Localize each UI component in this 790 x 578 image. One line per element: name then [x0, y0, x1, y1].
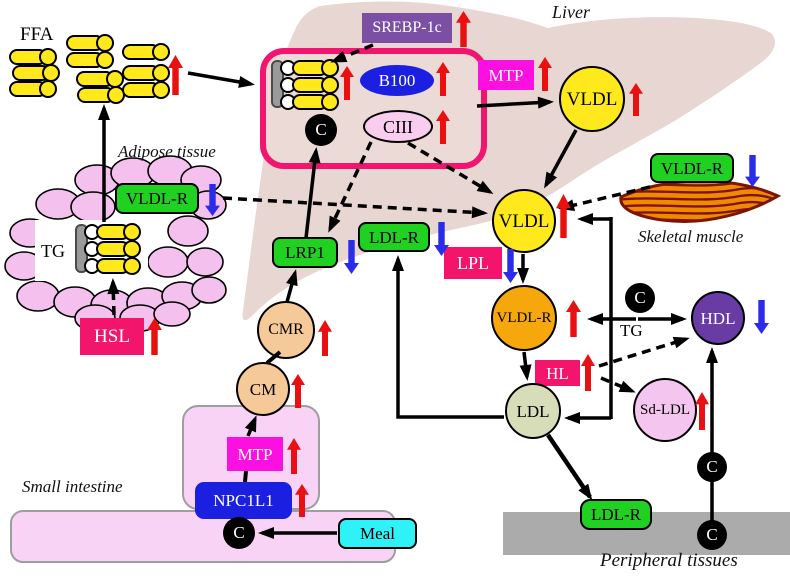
tg-label: TG	[41, 240, 65, 261]
increase-arrow-icon	[318, 320, 332, 356]
increase-arrow-icon	[436, 62, 450, 96]
npc1l1-box: NPC1L1	[195, 482, 292, 519]
arrow-ffa-to-liver	[187, 71, 255, 88]
increase-arrow-icon	[295, 484, 309, 517]
increase-arrow-icon	[695, 392, 709, 430]
adipose-label: Adipose tissue	[118, 142, 216, 161]
increase-arrow-icon	[340, 66, 354, 100]
tg-exchange-label: TG	[620, 321, 643, 340]
arrow-remnant-to-ldl	[519, 351, 532, 381]
srebp1c-box: SREBP-1c	[362, 13, 452, 43]
b100-ellipse: B100	[360, 65, 434, 96]
increase-arrow-icon	[538, 57, 552, 91]
vldl-plasma-circle: VLDL	[492, 189, 556, 253]
decrease-arrow-icon	[434, 222, 449, 256]
decrease-arrow-icon	[344, 240, 359, 274]
increase-arrow-icon	[436, 110, 450, 144]
hepatocyte-cell	[260, 48, 487, 169]
mtp-liver-box: MTP	[478, 60, 534, 90]
hsl-box: HSL	[80, 318, 144, 355]
arrow-ldl-to-hepatic-ldlr	[392, 255, 504, 419]
increase-arrow-icon	[168, 55, 183, 95]
peripheral-tissues-label: Peripheral tissues	[600, 550, 738, 571]
decrease-arrow-icon	[754, 300, 769, 334]
ffa-label: FFA	[20, 24, 54, 45]
vldlr-adipose-box: VLDL-R	[115, 183, 199, 214]
tg-store-box: TG	[35, 220, 148, 281]
skeletal-muscle-label: Skeletal muscle	[638, 227, 744, 246]
ldlr-peripheral-box: LDL-R	[580, 499, 652, 530]
arrow-vldl-liver-to-plasma	[544, 129, 578, 189]
increase-arrow-icon	[456, 11, 471, 47]
vldl-liver-circle: VLDL	[559, 66, 625, 132]
vldl-remnant-circle: VLDL-R	[491, 285, 557, 351]
increase-arrow-icon	[629, 83, 643, 116]
small-intestine-label: Small intestine	[22, 477, 123, 496]
increase-arrow-icon	[556, 194, 571, 238]
ldl-circle: LDL	[505, 383, 561, 439]
increase-arrow-icon	[287, 438, 301, 474]
increase-arrow-icon	[581, 354, 595, 391]
decrease-arrow-icon	[205, 184, 220, 216]
cholesterol-dot-transport: C	[697, 452, 727, 482]
hl-box: HL	[535, 360, 580, 386]
increase-arrow-icon	[291, 374, 305, 408]
skeletal-muscle-icon	[619, 179, 782, 223]
dashed-hl-to-sdldl	[600, 376, 636, 393]
lrp1-box: LRP1	[272, 237, 338, 268]
dashed-hl-to-hdl	[598, 336, 690, 368]
hdl-circle: HDL	[691, 291, 745, 345]
cholesterol-dot-exchange: C	[625, 283, 655, 313]
increase-arrow-icon	[566, 300, 581, 337]
cholesterol-dot-liver: C	[305, 114, 337, 146]
decrease-arrow-icon	[503, 249, 518, 283]
ciii-ellipse: CIII	[363, 110, 433, 143]
vldlr-muscle-box: VLDL-R	[650, 153, 734, 183]
arrow-cmr-to-lrp1	[285, 269, 298, 303]
increase-arrow-icon	[147, 318, 162, 355]
lpl-box: LPL	[444, 247, 502, 279]
cholesterol-dot-intestine: C	[223, 517, 255, 549]
ldlr-liver-box: LDL-R	[358, 222, 430, 252]
meal-box: Meal	[338, 518, 417, 549]
mtp-intestine-box: MTP	[227, 437, 283, 471]
sdldl-circle: Sd-LDL	[633, 378, 697, 442]
cholesterol-dot-peripheral: C	[697, 520, 727, 550]
arrow-liver-to-vldl	[476, 96, 554, 109]
dashed-muscle-vldlr-to-vldl	[558, 185, 651, 212]
dashed-hsl-to-tg	[107, 278, 120, 316]
cm-circle: CM	[236, 362, 290, 416]
arrow-ldl-to-peripheral-ldlr	[546, 433, 593, 501]
cmr-circle: CMR	[257, 301, 315, 359]
liver-label: Liver	[552, 2, 590, 22]
decrease-arrow-icon	[745, 155, 760, 187]
dashed-adipose-vldlr-to-vldl	[222, 196, 488, 219]
